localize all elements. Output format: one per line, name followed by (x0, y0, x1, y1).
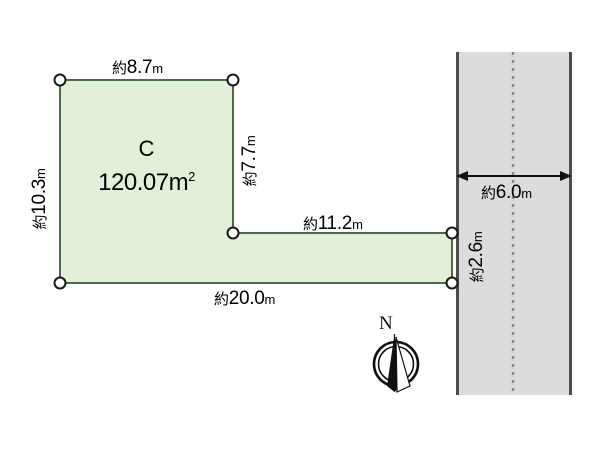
dimension-top-prefix: 約 (112, 60, 127, 77)
vertex-marker (53, 73, 67, 87)
dimension-label-bottom: 約20.0m (214, 288, 275, 310)
road-width-prefix: 約 (481, 185, 496, 202)
dimension-frontage-unit: m (470, 231, 485, 243)
dimension-bottom-value: 20.0 (228, 288, 265, 309)
dimension-inner-right-value: 7.7 (239, 146, 260, 172)
dimension-middle-prefix: 約 (303, 216, 318, 233)
road-width-unit: m (521, 186, 532, 201)
dimension-label-top: 約8.7m (112, 57, 163, 79)
dimension-inner-right-prefix: 約 (242, 171, 259, 187)
road-width-dimension-arrow (456, 171, 572, 181)
compass-north-label: N (379, 313, 393, 334)
dimension-left-prefix: 約 (32, 214, 49, 230)
dimension-bottom-prefix: 約 (214, 291, 229, 308)
lot-area-superscript: 2 (188, 169, 195, 184)
dimension-left-value: 10.3 (29, 179, 50, 215)
lot-area: 120.07m2 (60, 162, 233, 198)
road-width-value: 6.0 (495, 182, 522, 203)
lot-name: C (138, 136, 155, 161)
vertex-marker (445, 226, 459, 240)
lot-area-value: 120.07m (98, 169, 189, 196)
dimension-middle-unit: m (352, 217, 363, 232)
dimension-label-middle: 約11.2m (303, 213, 363, 235)
vertex-marker (53, 276, 67, 290)
dimension-left-unit: m (33, 168, 48, 180)
dimension-label-left: 約10.3m (29, 144, 51, 254)
dimension-inner-right-unit: m (243, 135, 258, 147)
dimension-frontage-prefix: 約 (469, 267, 486, 283)
dimension-top-value: 8.7 (126, 57, 153, 78)
vertex-marker (226, 73, 240, 87)
dimension-top-unit: m (152, 61, 163, 76)
vertex-marker (445, 276, 459, 290)
dimension-label-frontage: 約2.6m (466, 215, 488, 299)
vertex-marker (226, 226, 240, 240)
lot-label-group: C 120.07m2 (60, 136, 233, 198)
road-width-label: 約6.0m (481, 182, 532, 204)
compass-rose (372, 334, 420, 393)
dimension-bottom-unit: m (264, 292, 276, 307)
dimension-frontage-value: 2.6 (466, 242, 487, 268)
dimension-label-inner-right: 約7.7m (239, 111, 261, 211)
dimension-middle-value: 11.2 (317, 213, 353, 234)
